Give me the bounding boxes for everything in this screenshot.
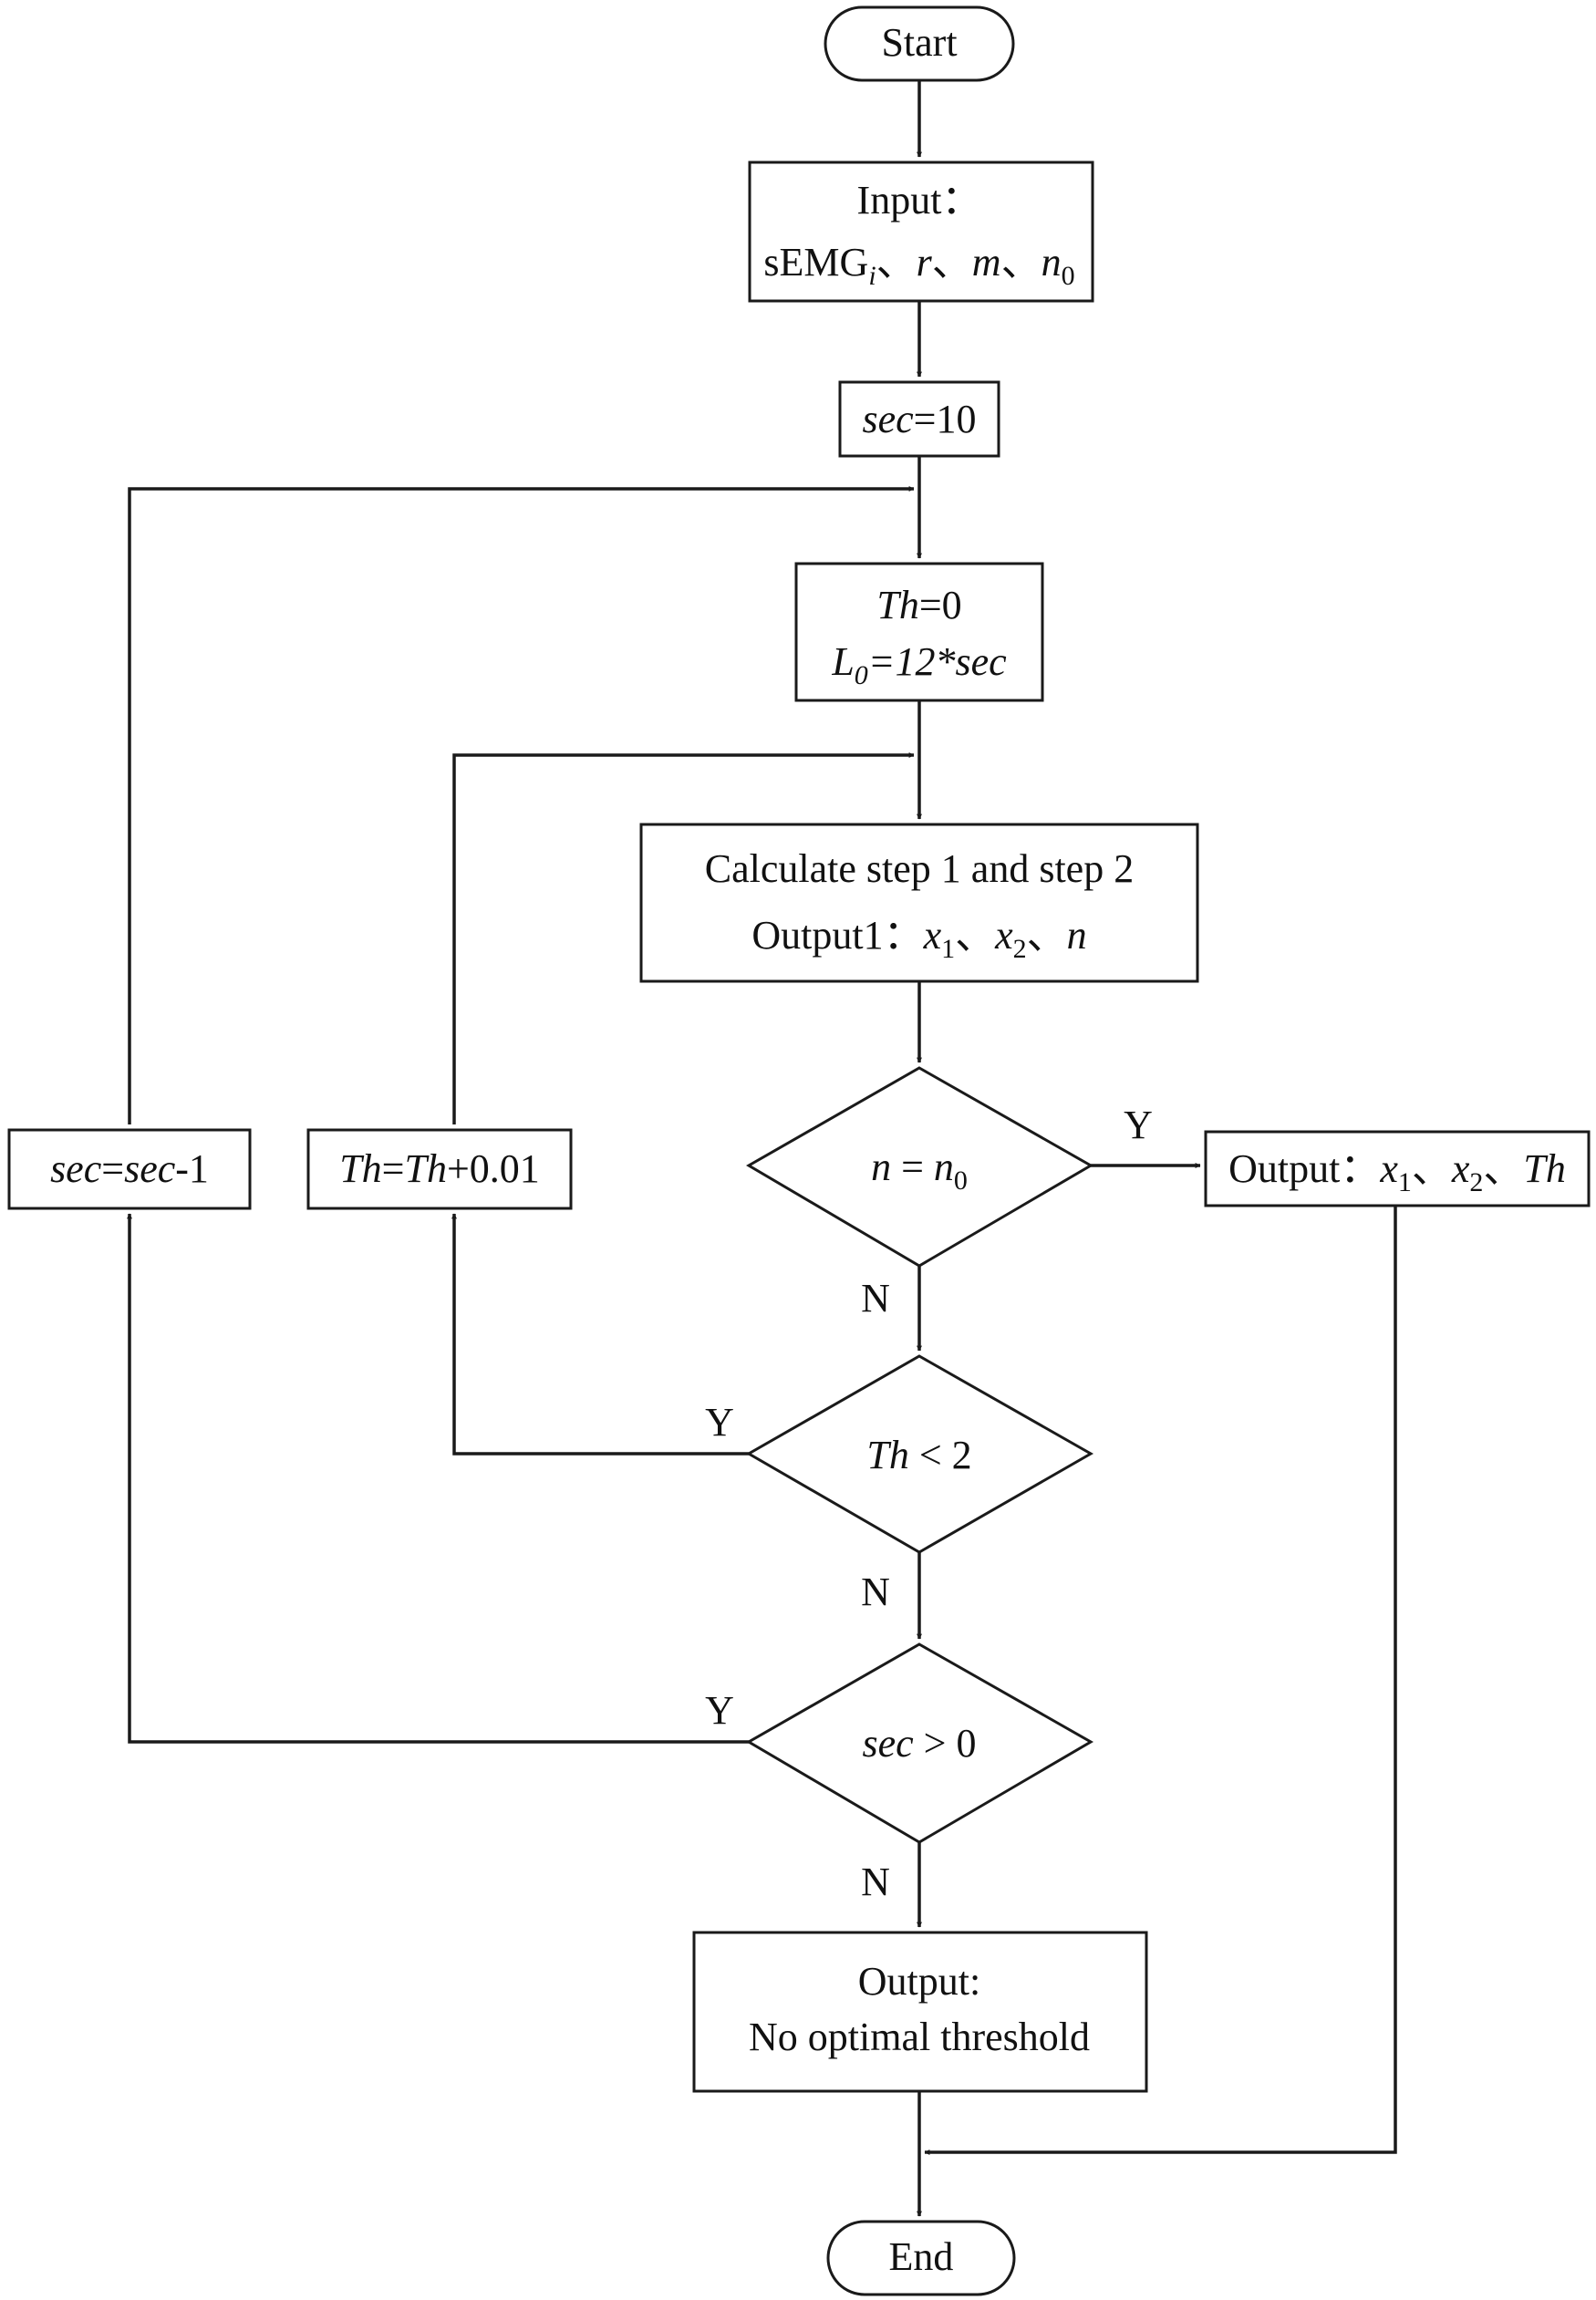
label-dec2-no: N (861, 1570, 890, 1614)
output-result-x1: x (1379, 1146, 1398, 1191)
output-result-sep2: 、 (1483, 1146, 1523, 1191)
output-fail-line1: Output: (858, 1959, 980, 2004)
output-result-title: Output： (1228, 1146, 1380, 1191)
decision-sec-op: > 0 (914, 1721, 977, 1766)
sec-decrement-box: sec=sec-1 (7, 1128, 252, 1210)
calculate-output: Output1：x1、x2、n (751, 913, 1086, 964)
sec-decrement-eq: = (101, 1146, 124, 1191)
decision-n-lhs: n (871, 1145, 891, 1189)
start-node: Start (824, 5, 1015, 82)
decision-sec-label: sec > 0 (862, 1721, 976, 1766)
sec-init-rest: =10 (914, 397, 977, 441)
sec-decrement-b: sec (124, 1146, 176, 1191)
th-increment-eq: = (382, 1146, 405, 1191)
output-result-box: Output：x1、x2、Th (1204, 1130, 1591, 1207)
th-increment-a: Th (339, 1146, 381, 1191)
calculate-sep2: 、 (1027, 913, 1067, 958)
th-init-rest: =0 (919, 583, 962, 627)
calculate-box: Calculate step 1 and step 2 Output1：x1、x… (639, 823, 1199, 983)
output-fail-line2: No optimal threshold (749, 2015, 1090, 2059)
sec-init-label: sec=10 (862, 397, 976, 441)
output-result-x1-sub: 1 (1398, 1167, 1412, 1197)
l0-init-var: L (831, 639, 854, 684)
th-increment-b: Th (405, 1146, 447, 1191)
edge-ok-to-end (924, 1206, 1397, 2155)
th-increment-rest: +0.01 (447, 1146, 540, 1191)
calculate-x1: x (923, 913, 942, 958)
input-sep1: 、 (876, 240, 917, 285)
decision-n-rhs: n (934, 1145, 954, 1189)
decision-th-less-2: Th < 2 (745, 1354, 1094, 1554)
l0-init-sub: 0 (855, 660, 868, 690)
th-increment-label: Th=Th+0.01 (339, 1146, 540, 1191)
calculate-x2-sub: 2 (1013, 934, 1027, 964)
decision-th-lhs: Th (866, 1433, 908, 1477)
l0-init-rest: =12*sec (868, 639, 1007, 684)
decision-sec-greater-0: sec > 0 (746, 1642, 1094, 1844)
sec-init-var: sec (862, 397, 914, 441)
output-result-label: Output：x1、x2、Th (1228, 1146, 1566, 1197)
output-result-x2: x (1451, 1146, 1470, 1191)
th-increment-box: Th=Th+0.01 (306, 1128, 573, 1210)
input-signal-sub: i (868, 261, 876, 291)
th-init-var: Th (876, 583, 918, 627)
label-dec1-no: N (861, 1276, 890, 1321)
output-result-th: Th (1523, 1146, 1565, 1191)
sec-init-box: sec=10 (838, 380, 1000, 458)
output-result-sep1: 、 (1412, 1146, 1452, 1191)
calculate-n: n (1067, 913, 1087, 958)
label-dec3-no: N (861, 1860, 890, 1904)
calculate-x2: x (994, 913, 1013, 958)
th-init-line: Th=0 (876, 583, 961, 627)
connectors (127, 80, 1397, 2217)
sec-decrement-label: sec=sec-1 (50, 1146, 209, 1191)
edge-secdec-loop (128, 486, 915, 1124)
calculate-out-label: Output1： (751, 913, 923, 958)
calculate-x1-sub: 1 (941, 934, 955, 964)
end-label: End (889, 2234, 954, 2279)
decision-n-label: n = n0 (871, 1145, 968, 1196)
input-sep3: 、 (1001, 240, 1042, 285)
end-node: End (826, 2220, 1016, 2296)
decision-th-op: < 2 (909, 1433, 972, 1477)
input-title: Input： (857, 178, 982, 223)
output-fail-box: Output: No optimal threshold (692, 1931, 1148, 2093)
label-dec3-yes: Y (705, 1688, 734, 1733)
sec-decrement-a: sec (50, 1146, 102, 1191)
input-m: m (972, 240, 1001, 285)
edge-dec3-yes (127, 1213, 749, 1744)
label-dec1-yes: Y (1124, 1103, 1153, 1147)
output-result-x2-sub: 2 (1469, 1167, 1483, 1197)
input-n0: n (1042, 240, 1062, 285)
input-sep2: 、 (932, 240, 972, 285)
decision-n-equals-n0: n = n0 (746, 1066, 1094, 1268)
decision-n-op: = (891, 1145, 934, 1189)
l0-init-line: L0=12*sec (831, 639, 1007, 690)
edge-thinc-loop (452, 752, 915, 1124)
edge-dec2-yes (451, 1213, 749, 1456)
th-init-box: Th=0 L0=12*sec (794, 562, 1044, 702)
decision-sec-lhs: sec (862, 1721, 914, 1766)
calculate-line1: Calculate step 1 and step 2 (705, 846, 1134, 891)
input-params: sEMGi、r、m、n0 (763, 240, 1074, 291)
input-signal: sEMG (763, 240, 868, 285)
calculate-sep1: 、 (955, 913, 995, 958)
input-r: r (917, 240, 933, 285)
label-dec2-yes: Y (705, 1400, 734, 1445)
start-label: Start (881, 20, 957, 65)
edge-labels: Y N Y N Y N (705, 1103, 1153, 1904)
decision-n-rhs-sub: 0 (954, 1166, 968, 1196)
sec-decrement-rest: -1 (175, 1146, 209, 1191)
decision-th-label: Th < 2 (866, 1433, 971, 1477)
input-n0-sub: 0 (1062, 261, 1075, 291)
input-box: Input： sEMGi、r、m、n0 (748, 161, 1094, 303)
